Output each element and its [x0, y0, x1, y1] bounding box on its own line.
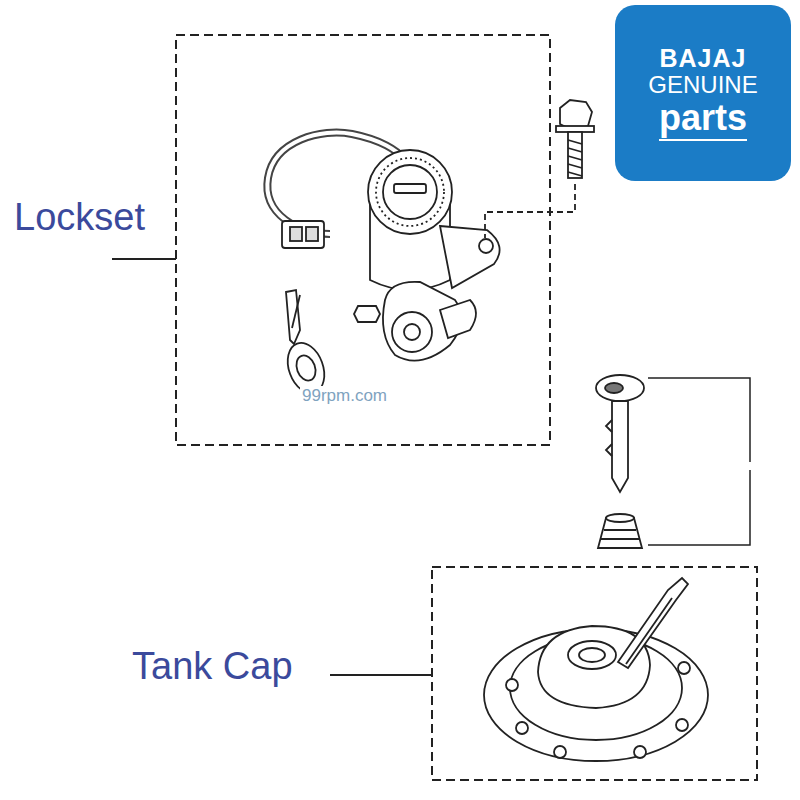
leader-line	[112, 258, 176, 260]
bolt-drawing	[485, 100, 594, 238]
tank-cap-drawing	[484, 578, 708, 761]
leader-line	[330, 674, 432, 676]
brand-name: BAJAJ	[660, 45, 747, 71]
part-name-holder: Lockset	[14, 196, 145, 239]
brand-word: parts	[659, 99, 747, 141]
part-name: Lockset	[14, 196, 145, 238]
part-name: Tank Cap	[132, 645, 293, 687]
tank-cap-group-box	[432, 567, 757, 780]
lockset-group-box	[176, 35, 550, 445]
brand-word: GENUINE	[648, 72, 757, 97]
lockset-drawing	[267, 133, 499, 399]
watermark: 99rpm.com	[300, 386, 389, 405]
brand-logo: BAJAJGENUINEparts	[615, 5, 791, 181]
watermark-holder: 99rpm.com	[300, 386, 389, 406]
part-name-holder: Tank Cap	[132, 645, 293, 688]
key-grommet-drawing	[596, 375, 750, 548]
